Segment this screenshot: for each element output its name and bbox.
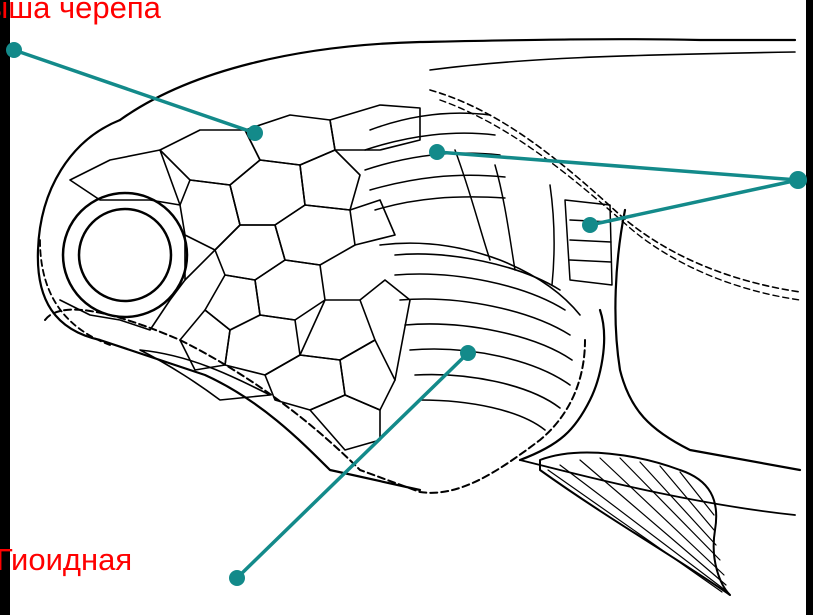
dot-gill-rear — [582, 217, 598, 233]
dot-hyoid-end — [460, 345, 476, 361]
left-black-bar — [0, 0, 10, 615]
dot-hyoid-start — [229, 570, 245, 586]
skull-roof-label: ыша черепа — [0, 0, 161, 23]
hyoid-label: Гиоидная — [0, 544, 132, 575]
dot-gill-hub — [789, 171, 807, 189]
right-black-bar — [806, 0, 813, 615]
dot-gill-upper — [429, 144, 445, 160]
dot-skull-end — [247, 125, 263, 141]
dot-skull-start — [6, 42, 22, 58]
